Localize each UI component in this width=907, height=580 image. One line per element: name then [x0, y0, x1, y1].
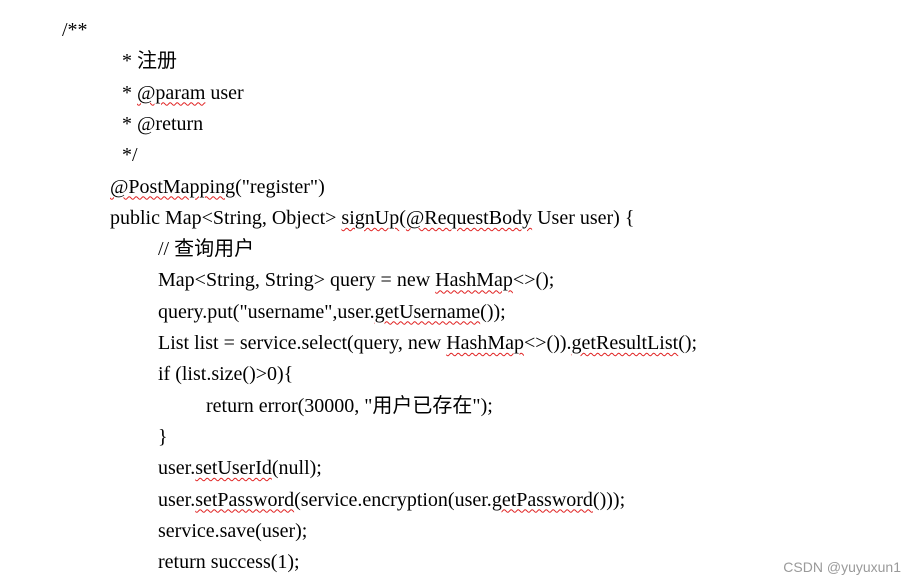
code-text: query.put("username",user. [158, 300, 375, 323]
code-line: /** [62, 18, 88, 42]
code-line: if (list.size()>0){ [158, 362, 293, 386]
code-text: ()); [480, 300, 506, 323]
code-text: // 查询用户 [158, 238, 255, 261]
spellcheck-flagged-text: setPassword [195, 488, 295, 511]
code-text: User user) { [532, 206, 635, 229]
code-text: service.save(user); [158, 519, 308, 542]
spellcheck-flagged-text: signUp [341, 206, 400, 229]
code-text: */ [122, 144, 138, 167]
code-line: user.setPassword(service.encryption(user… [158, 488, 625, 512]
spellcheck-flagged-text: HashMap [446, 332, 524, 354]
code-line: // 查询用户 [158, 237, 254, 261]
code-line: return success(1); [158, 550, 300, 574]
code-text: user [205, 81, 244, 104]
code-line: * 注册 [122, 49, 177, 73]
code-text: ("register") [235, 175, 325, 198]
code-text: return error(30000, "用户已存在"); [206, 394, 493, 417]
spellcheck-flagged-text: HashMap [435, 269, 513, 292]
spellcheck-flagged-text: @RequestBody [405, 206, 533, 229]
spellcheck-flagged-text: getResultList [571, 332, 679, 354]
code-text: (); [678, 332, 698, 354]
code-text: <>(); [512, 269, 555, 292]
code-text: } [158, 425, 168, 448]
code-text: * @return [122, 112, 204, 135]
code-line: service.save(user); [158, 519, 307, 543]
code-text: if (list.size()>0){ [158, 363, 294, 386]
code-text: (service.encryption(user. [294, 488, 492, 511]
code-text: user. [158, 488, 196, 511]
spellcheck-flagged-text: setUserId [195, 457, 272, 480]
spellcheck-flagged-text: @PostMapping [110, 175, 236, 198]
code-line: return error(30000, "用户已存在"); [206, 394, 493, 418]
spellcheck-flagged-text: getPassword [491, 488, 593, 511]
code-line: */ [122, 143, 138, 167]
code-line: public Map<String, Object> signUp(@Reque… [110, 206, 634, 230]
code-text: (null); [271, 457, 322, 480]
code-text: /** [62, 19, 88, 41]
code-text: * 注册 [122, 50, 177, 73]
code-line: Map<String, String> query = new HashMap<… [158, 268, 554, 292]
code-line: @PostMapping("register") [110, 175, 325, 199]
code-line: * @param user [122, 81, 244, 105]
code-text: user. [158, 457, 196, 480]
code-text: * [122, 81, 137, 104]
code-text: return success(1); [158, 551, 300, 574]
code-text: <>()). [524, 332, 572, 354]
code-line: List list = service.select(query, new Ha… [158, 331, 697, 355]
code-line: user.setUserId(null); [158, 456, 322, 480]
spellcheck-flagged-text: @param [137, 81, 206, 104]
csdn-watermark: CSDN @yuyuxun1 [783, 559, 901, 575]
spellcheck-flagged-text: getUsername [374, 300, 481, 323]
code-text: ())); [592, 488, 626, 511]
code-text: ( [399, 206, 406, 229]
code-line: * @return [122, 112, 203, 136]
code-line: } [158, 425, 168, 449]
code-line: query.put("username",user.getUsername())… [158, 300, 506, 324]
code-text: Map<String, String> query = new [158, 269, 436, 292]
code-text: List list = service.select(query, new [158, 332, 447, 354]
code-text: public Map<String, Object> [110, 206, 342, 229]
